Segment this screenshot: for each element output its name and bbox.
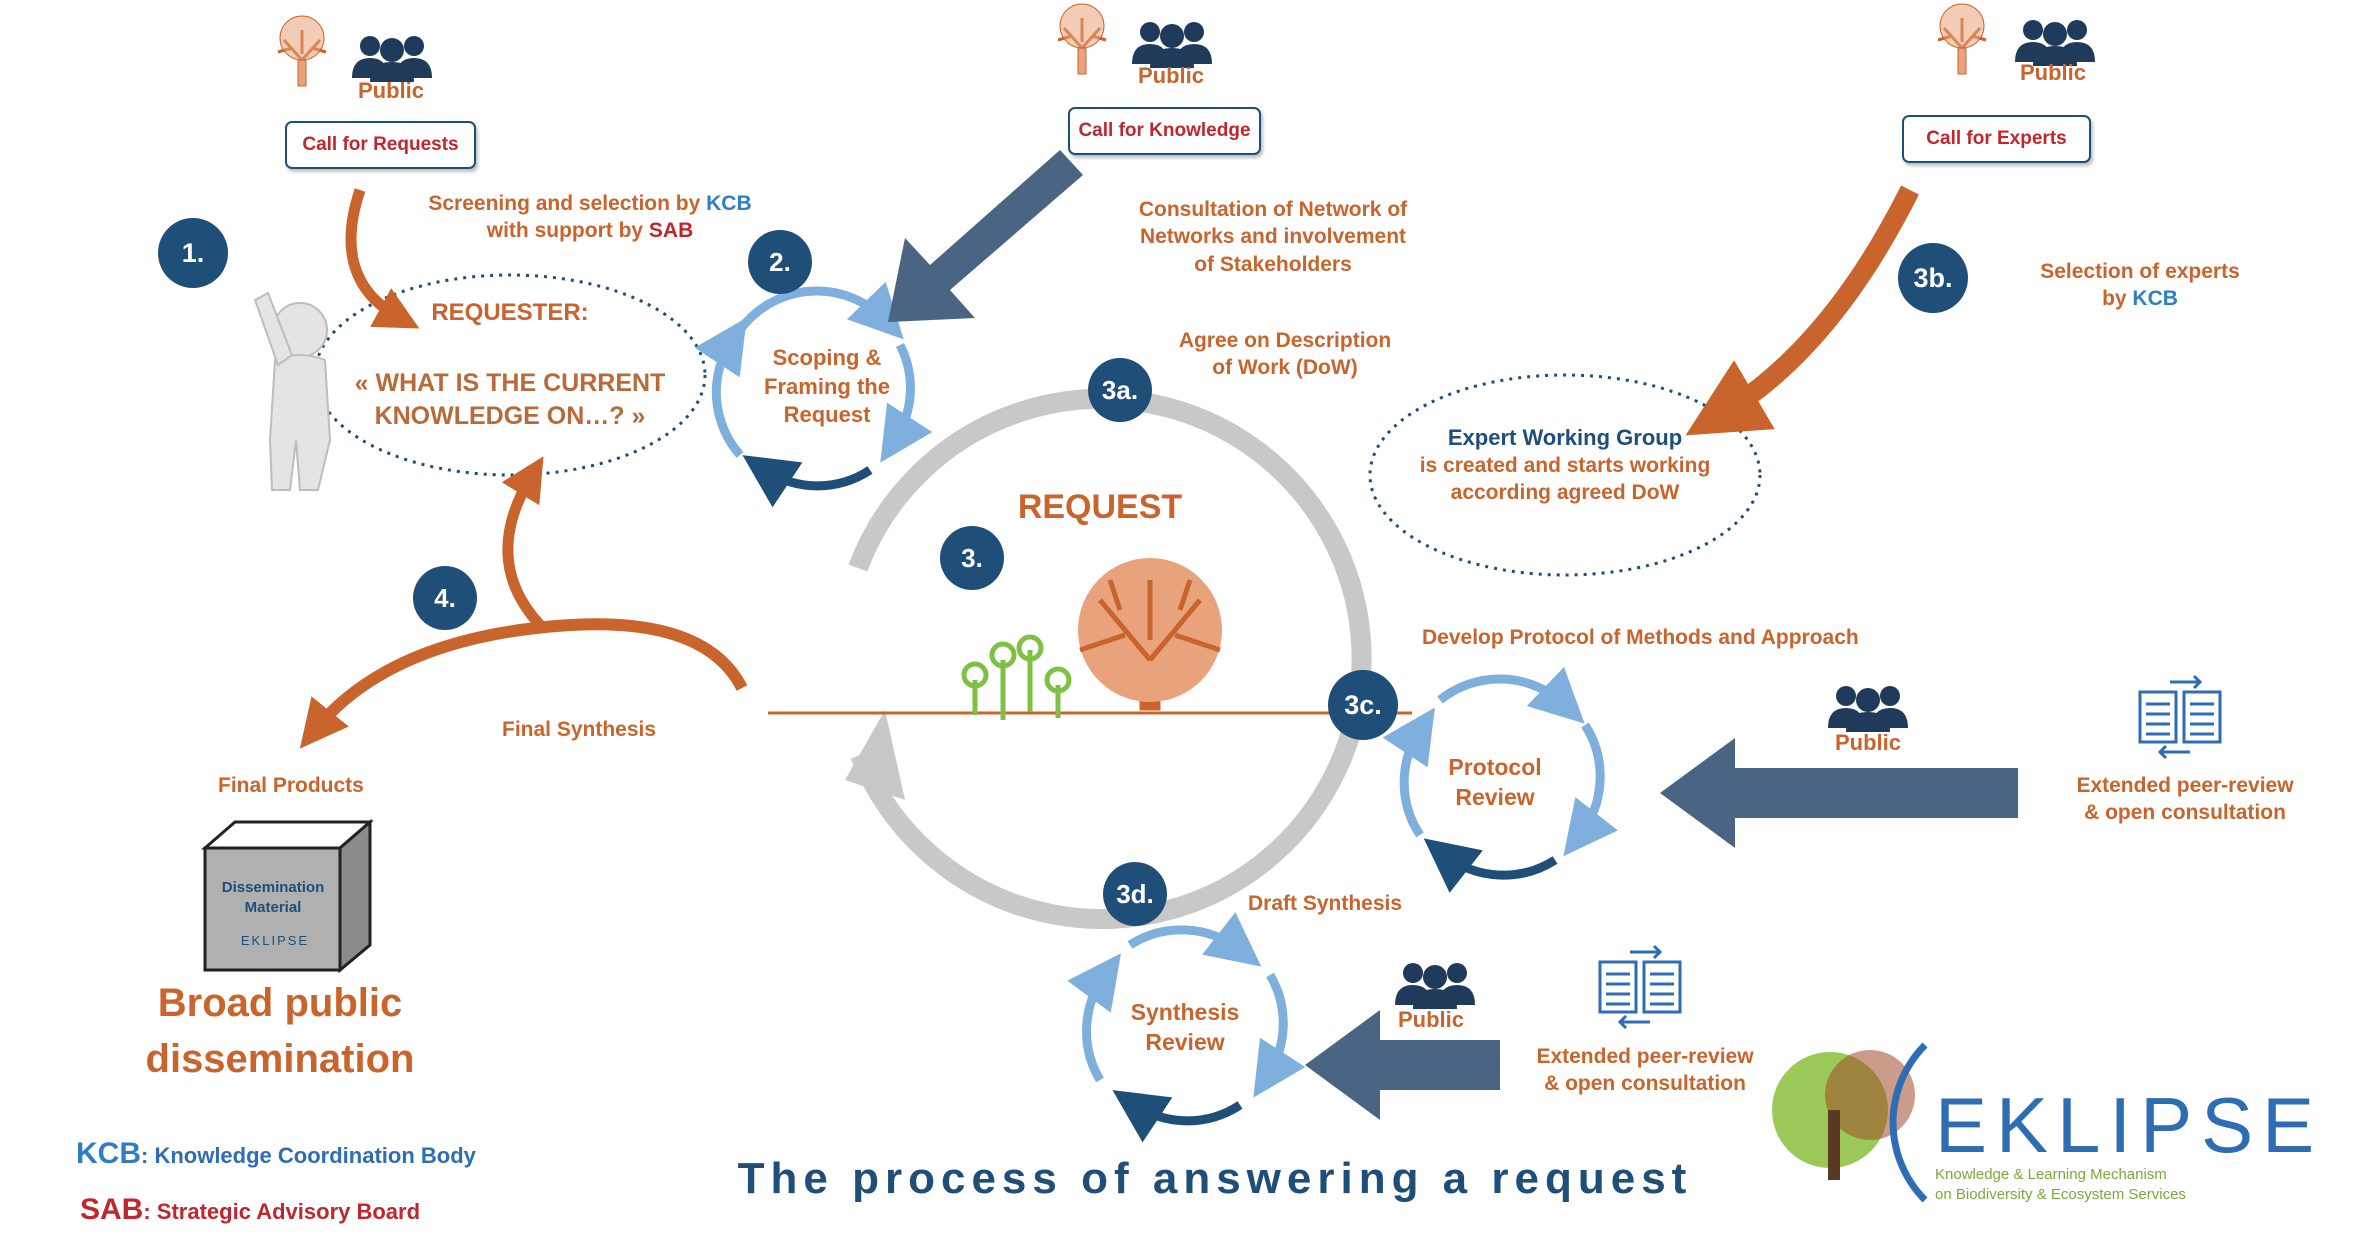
document-exchange-icon	[1598, 944, 1682, 1030]
document-exchange-icon	[2138, 674, 2222, 760]
eklipse-tree-logo	[1772, 1042, 1928, 1203]
expert-group-text: is created and starts working according …	[1419, 454, 1711, 505]
consultation-text: Consultation of Network of Networks and …	[1138, 198, 1408, 276]
agree-dow-text: Agree on Description of Work (DoW)	[1178, 329, 1392, 380]
sab-abbr: SAB	[80, 1193, 144, 1226]
call-for-requests-box: Call for Requests	[285, 121, 476, 169]
expert-group-title: Expert Working Group	[1447, 425, 1683, 450]
step-3d-badge: 3d.	[1103, 862, 1167, 926]
people-icon	[1828, 686, 1908, 732]
expert-group-ellipse	[1368, 373, 1762, 577]
synthesis-input-arrow	[1305, 1010, 1500, 1120]
dissemination-material-text: Dissemination Material	[221, 879, 325, 916]
call-for-knowledge-box: Call for Knowledge	[1068, 107, 1261, 155]
scoping-cycle	[694, 281, 933, 508]
protocol-input-arrow	[1660, 738, 2018, 848]
eklipse-tagline: Knowledge & Learning Mechanism on Biodiv…	[1935, 1166, 2186, 1204]
requester-label: REQUESTER:	[431, 299, 589, 326]
dissemination-box	[200, 818, 375, 974]
step-3a-badge: 3a.	[1088, 358, 1152, 422]
step-4-badge: 4.	[413, 566, 477, 630]
public-label: Public	[1138, 63, 1205, 88]
return-to-requester-arrow	[501, 456, 545, 629]
requester-question: « WHAT IS THE CURRENT KNOWLEDGE ON…? »	[354, 369, 666, 430]
legend-kcb: KCB: Knowledge Coordination Body	[76, 1137, 476, 1170]
legend-sab: SAB: Strategic Advisory Board	[80, 1193, 421, 1226]
final-synthesis-text: Final Synthesis	[502, 718, 657, 741]
eklipse-brand-name: EKLIPSE	[1935, 1081, 2324, 1169]
request-cycle-arrowhead	[845, 710, 905, 800]
public-label: Public	[1398, 1007, 1465, 1032]
draft-synthesis-text: Draft Synthesis	[1248, 892, 1403, 915]
kcb-abbr: KCB	[76, 1137, 141, 1170]
screening-text: Screening and selection by KCB with supp…	[428, 192, 752, 243]
develop-protocol-text: Develop Protocol of Methods and Approach	[1422, 626, 1859, 649]
experts-arrow	[1685, 185, 1919, 436]
knowledge-arrow	[888, 150, 1083, 322]
person-figure	[253, 291, 332, 491]
protocol-cycle	[1382, 666, 1618, 893]
request-label: REQUEST	[1017, 488, 1183, 526]
final-products-text: Final Products	[218, 774, 364, 797]
step-3b-badge: 3b.	[1898, 243, 1968, 313]
request-tree-icon	[1078, 558, 1222, 711]
extended-review-text: Extended peer-review & open consultation	[1536, 1045, 1754, 1096]
mini-eklipse-logo: EKLIPSE	[240, 933, 310, 948]
selection-experts-text: Selection of experts by KCB	[2040, 260, 2240, 311]
step-3-badge: 3.	[940, 526, 1004, 590]
extended-review-text: Extended peer-review & open consultation	[2076, 774, 2294, 825]
synthesis-review-text: Synthesis Review	[1130, 999, 1240, 1055]
seedlings-icon	[961, 634, 1072, 720]
diagram-title: The process of answering a request	[737, 1154, 1693, 1203]
people-icon	[1395, 963, 1475, 1009]
request-to-requester-arrow	[345, 188, 420, 329]
step-2-badge: 2.	[748, 230, 812, 294]
tree-icon	[1936, 2, 1988, 76]
request-cycle-arc	[848, 388, 1372, 929]
step-3c-badge: 3c.	[1328, 670, 1398, 740]
broad-public-text: Broad public dissemination	[145, 981, 415, 1081]
people-icon	[1132, 22, 1212, 68]
step-1-badge: 1.	[158, 218, 228, 288]
scoping-text: Scoping & Framing the Request	[764, 345, 890, 428]
public-label: Public	[358, 78, 425, 103]
protocol-review-text: Protocol Review	[1448, 754, 1542, 810]
tree-icon	[276, 14, 328, 88]
final-products-arrow	[299, 618, 748, 749]
synthesis-cycle	[1067, 912, 1306, 1143]
tree-icon	[1056, 2, 1108, 76]
people-icon	[352, 36, 432, 82]
call-for-experts-box: Call for Experts	[1902, 115, 2091, 163]
public-label: Public	[1835, 730, 1902, 755]
public-label: Public	[2020, 60, 2087, 85]
